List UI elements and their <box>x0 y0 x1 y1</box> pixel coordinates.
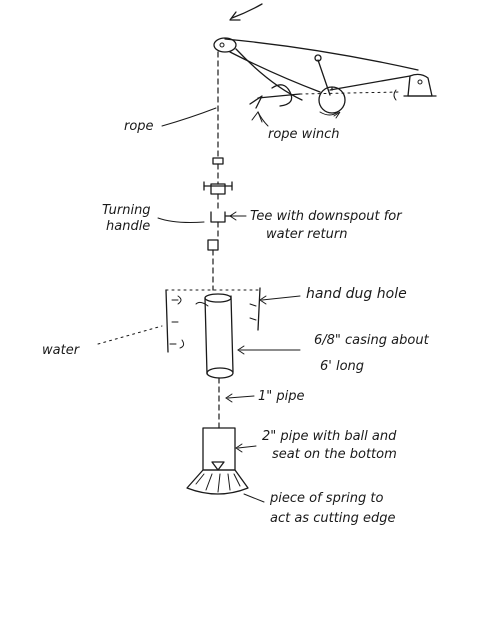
label-turning-handle-2: handle <box>106 219 150 234</box>
label-two-inch-pipe-1: 2" pipe with ball and <box>262 429 397 444</box>
casing <box>195 293 234 379</box>
winch-crank <box>249 84 401 109</box>
label-casing-1: 6/8" casing about <box>314 333 430 348</box>
label-rope-winch: rope winch <box>268 127 340 142</box>
pointer-arrows <box>97 107 301 503</box>
tee-fitting <box>207 211 233 291</box>
bailer-pipe <box>202 427 236 471</box>
label-tee-1: Tee with downspout for <box>250 209 403 224</box>
label-one-inch-pipe: 1" pipe <box>258 389 305 404</box>
turning-handle <box>203 181 233 213</box>
winch-drum <box>314 54 346 119</box>
label-spring-2: act as cutting edge <box>270 511 396 526</box>
swivel <box>212 157 224 185</box>
hand-dug-hole <box>165 287 261 353</box>
label-turning-handle-1: Turning <box>102 203 151 218</box>
label-casing-2: 6' long <box>320 359 364 374</box>
winch-frame <box>224 38 437 101</box>
label-spring-1: piece of spring to <box>269 491 384 506</box>
label-two-inch-pipe-2: seat on the bottom <box>272 447 397 462</box>
spring-cutting-edge <box>186 469 249 495</box>
label-water: water <box>42 343 81 358</box>
label-hand-dug-hole: hand dug hole <box>306 286 407 302</box>
top-pulley <box>213 3 263 53</box>
label-tee-2: water return <box>266 227 347 242</box>
label-rope: rope <box>124 119 154 134</box>
